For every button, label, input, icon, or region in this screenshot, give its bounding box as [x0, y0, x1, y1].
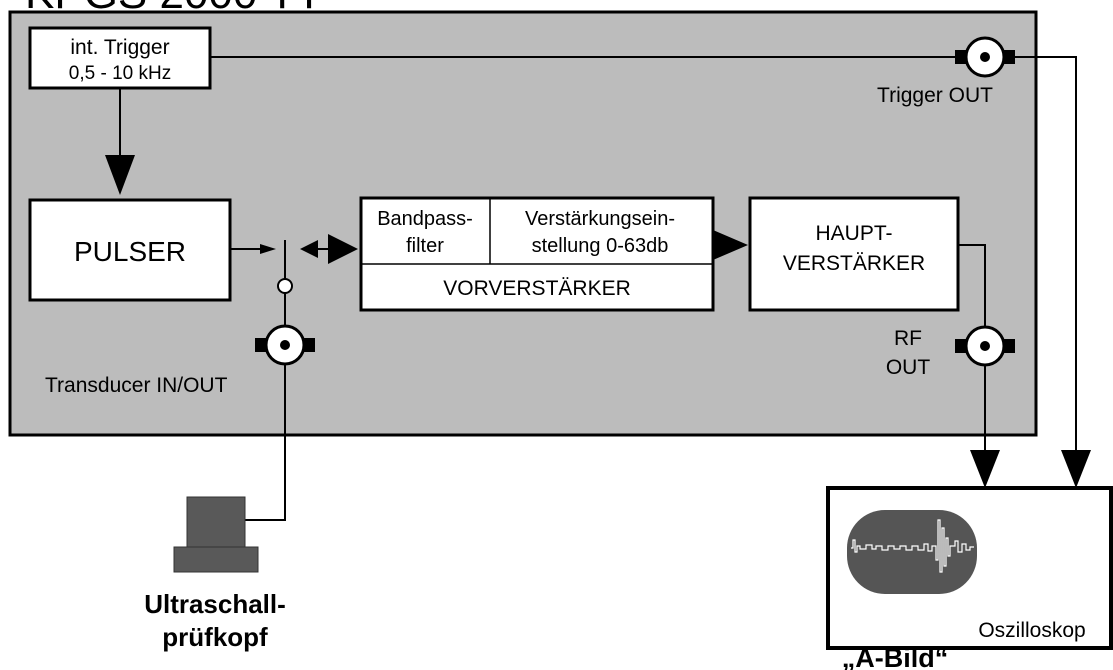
pulser-output-arrow [260, 244, 276, 254]
oscilloscope [826, 486, 1113, 650]
pulser-block: PULSER [28, 198, 232, 302]
a-bild-caption: „A-Bild“ [842, 643, 948, 670]
trigger-to-pulser-arrow [105, 155, 135, 195]
trigger-out-label: Trigger OUT [877, 84, 993, 107]
triggerout-to-scope-arrow [1061, 450, 1091, 488]
rfout-to-scope-arrow [970, 450, 1000, 488]
switch-pivot-circle [277, 278, 293, 294]
oscilloscope-label: Oszilloskop [978, 619, 1085, 642]
switch-to-preamp-arrow [328, 234, 358, 264]
main-amp-block: HAUPT- VERSTÄRKER [748, 196, 960, 312]
gain-line1: Verstärkungsein- [525, 208, 675, 230]
switch-back-arrow [300, 240, 318, 258]
int-trigger-line2: 0,5 - 10 kHz [69, 63, 171, 84]
bandpass-line2: filter [406, 235, 444, 257]
trigger-out-bnc-connector [955, 36, 1015, 78]
int-trigger-block: int. Trigger 0,5 - 10 kHz [28, 26, 212, 90]
preamp-block: Bandpass- filter Verstärkungsein- stellu… [359, 196, 715, 312]
rf-out-label-line2: OUT [886, 356, 931, 379]
preamp-to-mainamp-arrow [713, 230, 748, 260]
int-trigger-line1: int. Trigger [70, 36, 169, 59]
probe-label-line2: prüfkopf [162, 622, 268, 652]
pulser-label: PULSER [74, 236, 186, 267]
transducer-label: Transducer IN/OUT [45, 374, 228, 397]
gain-line2: stellung 0-63db [532, 235, 669, 257]
mainamp-to-rfout-line [958, 244, 986, 326]
ultrasonic-probe [173, 496, 259, 573]
probe-label-line1: Ultraschall- [144, 589, 286, 619]
main-amp-line1: HAUPT- [815, 222, 892, 245]
a-scan-trace [851, 519, 974, 573]
bandpass-line1: Bandpass- [377, 208, 473, 230]
transducer-bnc-connector [255, 324, 315, 366]
main-amp-line2: VERSTÄRKER [783, 252, 925, 275]
triggerout-to-scope-line [1015, 56, 1077, 450]
transducer-to-probe-line [245, 364, 286, 521]
preamp-name: VORVERSTÄRKER [443, 277, 631, 300]
rf-out-label-line1: RF [894, 327, 922, 350]
